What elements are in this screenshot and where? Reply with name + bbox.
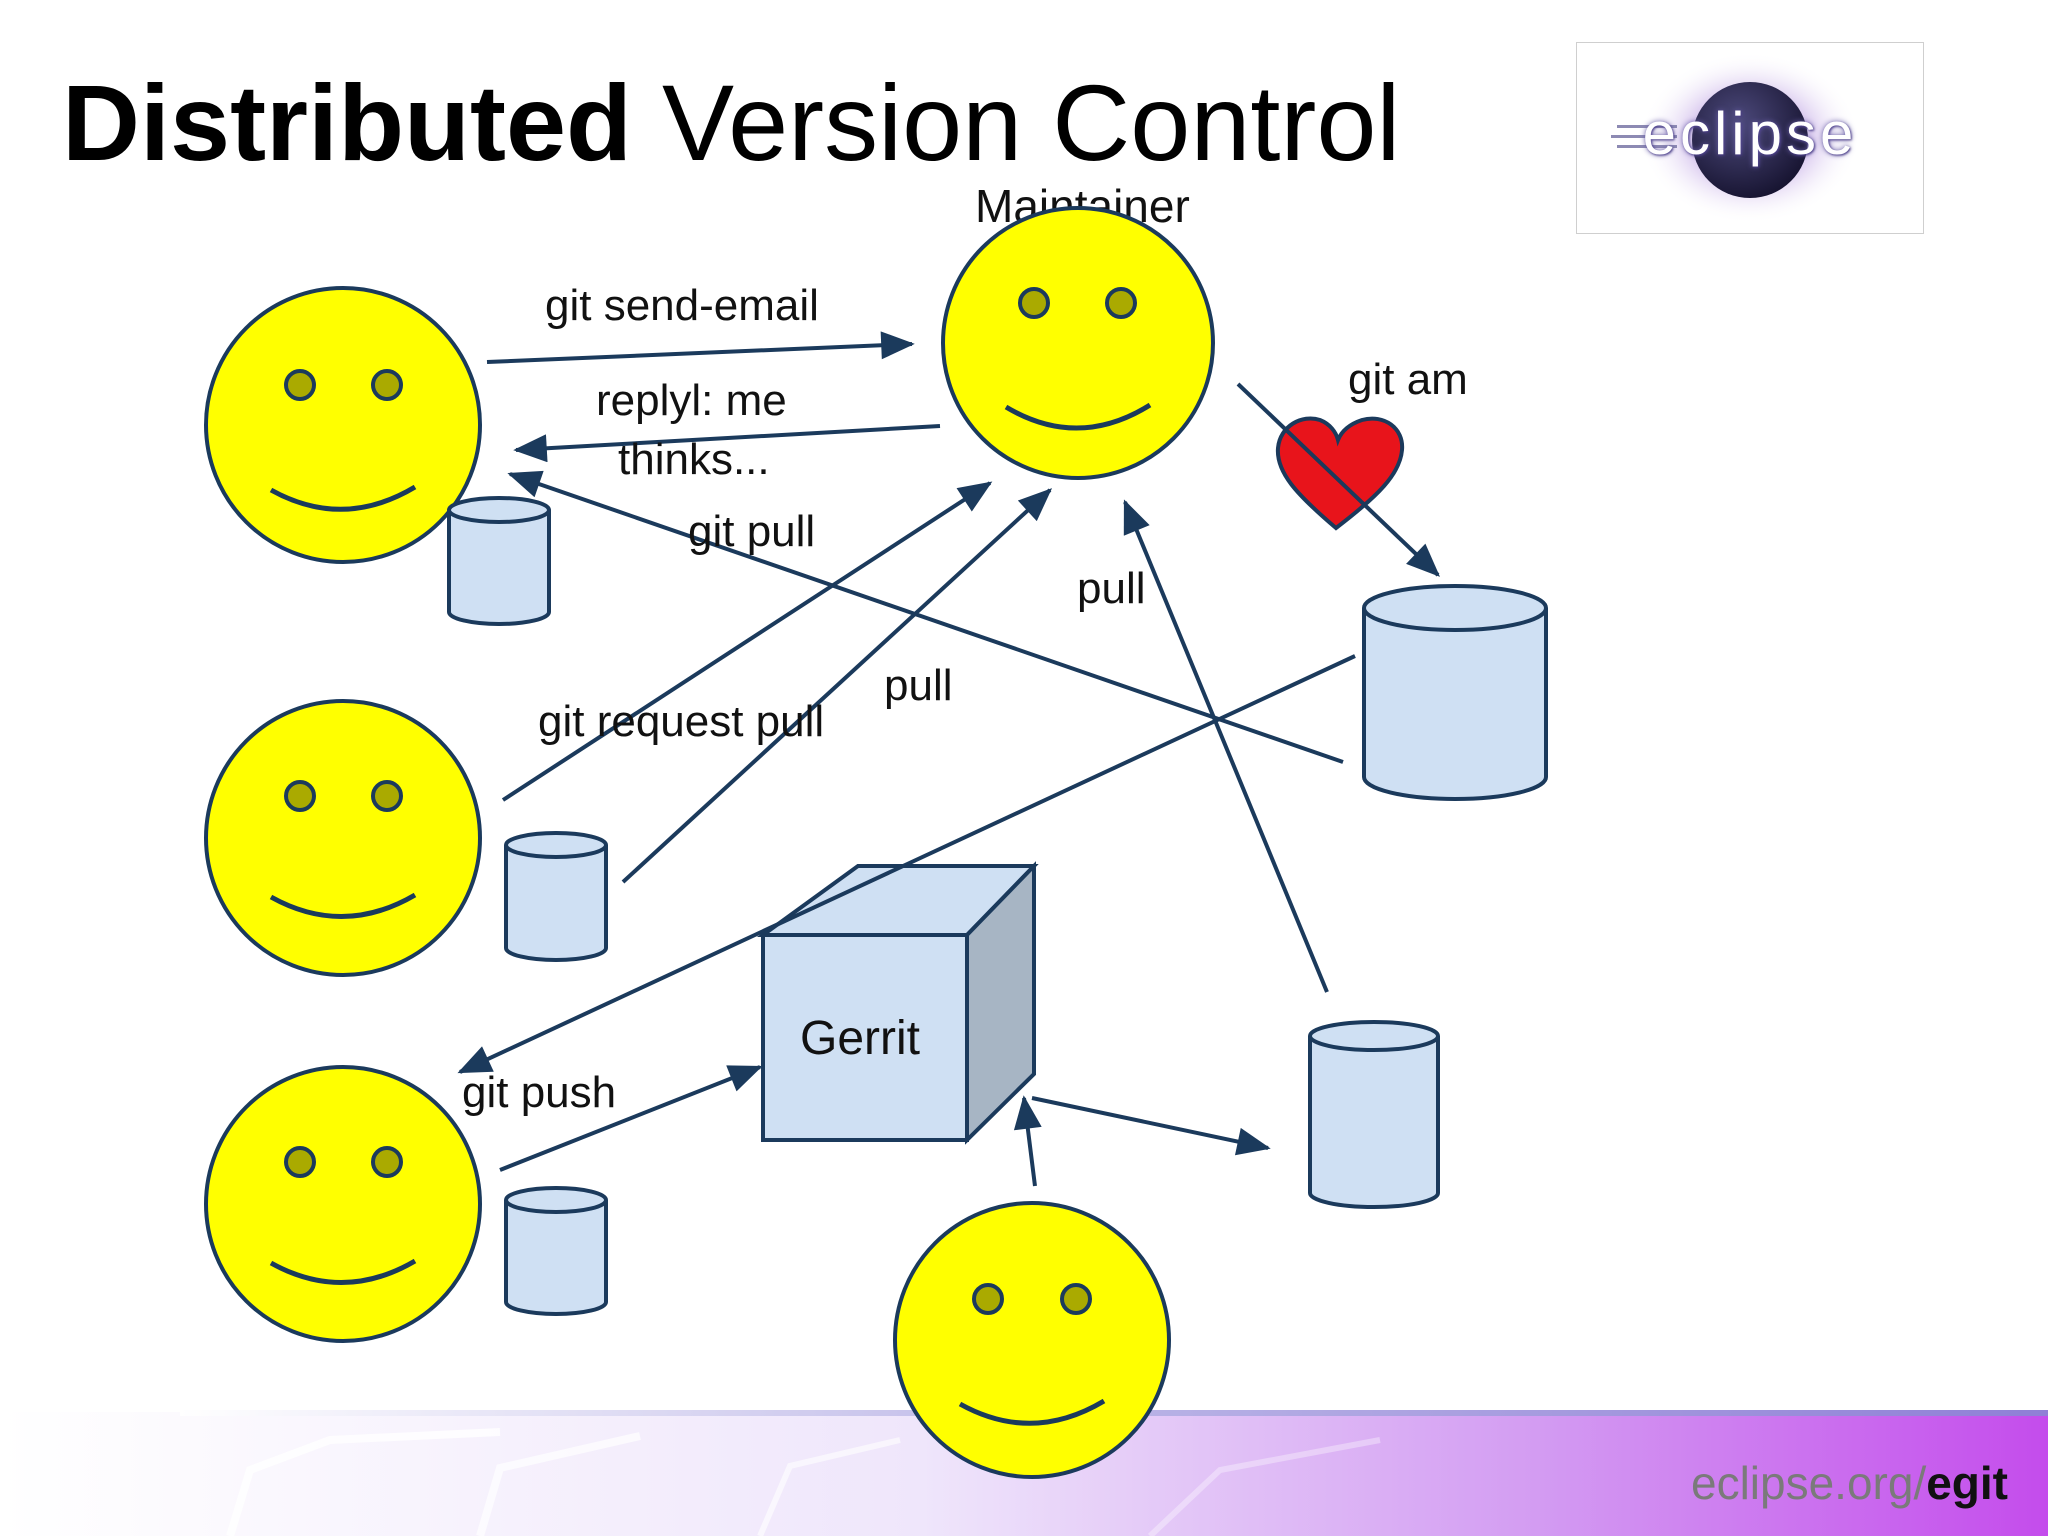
eclipse-logo: eclipse — [1576, 42, 1924, 234]
label-reply-line1: replyl: me — [596, 376, 787, 425]
slide-title-bold: Distributed — [62, 62, 633, 183]
slide-title: Distributed Version Control — [62, 58, 1400, 188]
arrow-gerrit-to-repo — [1031, 1096, 1271, 1156]
label-git-push: git push — [462, 1068, 616, 1117]
repository-maintainer — [1362, 584, 1548, 801]
arrow-git-pull — [507, 470, 1344, 764]
gerrit-server-cube — [756, 861, 1039, 1145]
label-pull-middle: pull — [884, 661, 953, 710]
arrow-pull-right — [1123, 499, 1329, 993]
footer-url-prefix: eclipse.org/ — [1690, 1457, 1927, 1509]
contributor-face-top — [204, 286, 482, 564]
repository-middle — [504, 831, 608, 962]
eclipse-logo-text: eclipse — [1642, 100, 1858, 167]
repository-top-left — [447, 496, 551, 626]
reviewer-face — [893, 1201, 1171, 1479]
heart-icon — [1275, 416, 1405, 531]
label-git-am: git am — [1348, 355, 1468, 404]
arrow-git-am — [1236, 382, 1441, 577]
footer-url-bold: egit — [1926, 1457, 2008, 1509]
slide-title-rest: Version Control — [632, 62, 1401, 183]
arrow-repo-to-bottom-contributor — [457, 654, 1356, 1074]
label-pull-right: pull — [1077, 564, 1146, 613]
contributor-face-middle — [204, 699, 482, 977]
label-reply-line2: thinks... — [618, 435, 770, 484]
arrow-git-push — [499, 1065, 763, 1172]
eclipse-logo-graphic — [1611, 52, 1860, 224]
arrow-reviewer-to-gerrit — [1013, 1095, 1042, 1187]
gerrit-label: Gerrit — [800, 1012, 920, 1065]
arrow-send-email — [486, 331, 915, 364]
footer-url[interactable]: eclipse.org/egit — [1691, 1456, 2008, 1510]
label-git-request-pull: git request pull — [538, 697, 824, 746]
arrow-git-request-pull — [501, 481, 993, 802]
label-git-send-email: git send-email — [545, 281, 819, 330]
label-git-pull: git pull — [688, 507, 815, 556]
repository-gerrit — [1308, 1020, 1440, 1209]
contributor-face-bottom — [204, 1065, 482, 1343]
arrow-pull-middle — [621, 488, 1053, 884]
arrow-reply — [513, 424, 941, 463]
repository-bottom — [504, 1186, 608, 1316]
maintainer-face — [941, 206, 1215, 480]
